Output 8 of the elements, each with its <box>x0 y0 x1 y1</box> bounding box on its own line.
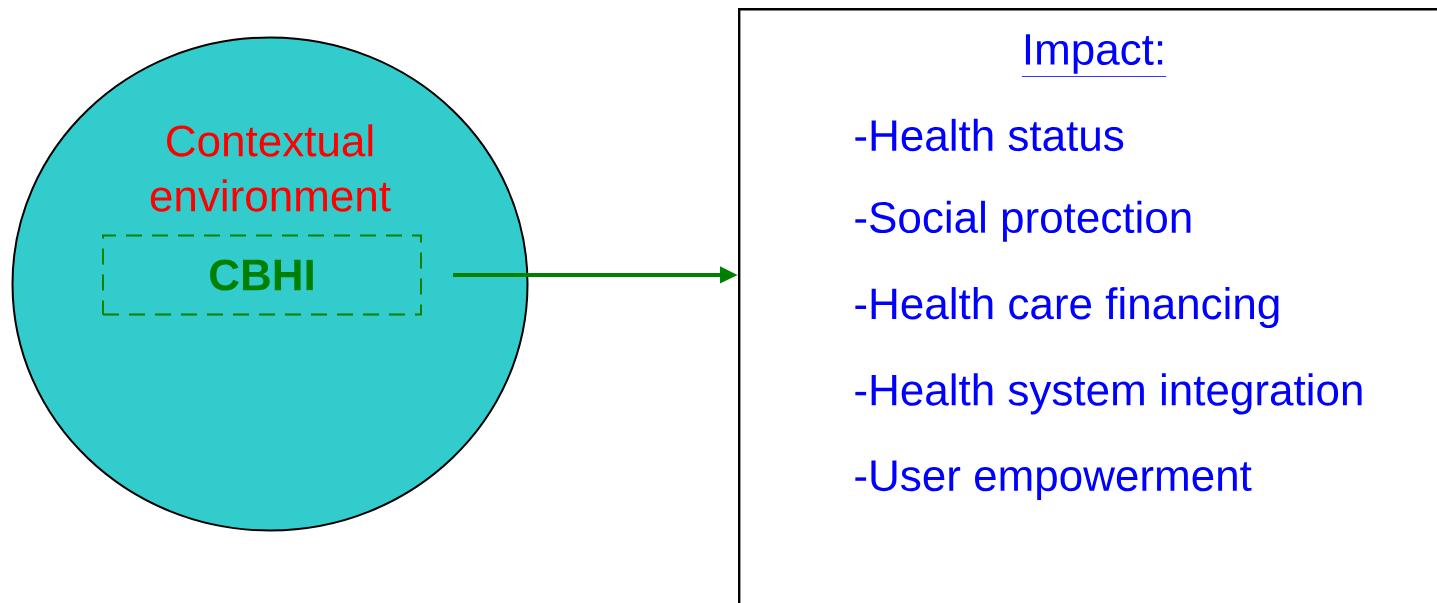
list-item: -Health status <box>855 118 1124 152</box>
list-item: -User empowerment <box>855 460 1252 500</box>
impact-box <box>738 8 1437 603</box>
list-item: -Social protection <box>855 200 1191 242</box>
list-item: -Health care financing <box>855 287 1279 329</box>
list-item: -Health system integration <box>855 373 1362 415</box>
box-heading: Impact: <box>1021 34 1167 77</box>
dashed-box: CBHI <box>102 234 422 316</box>
